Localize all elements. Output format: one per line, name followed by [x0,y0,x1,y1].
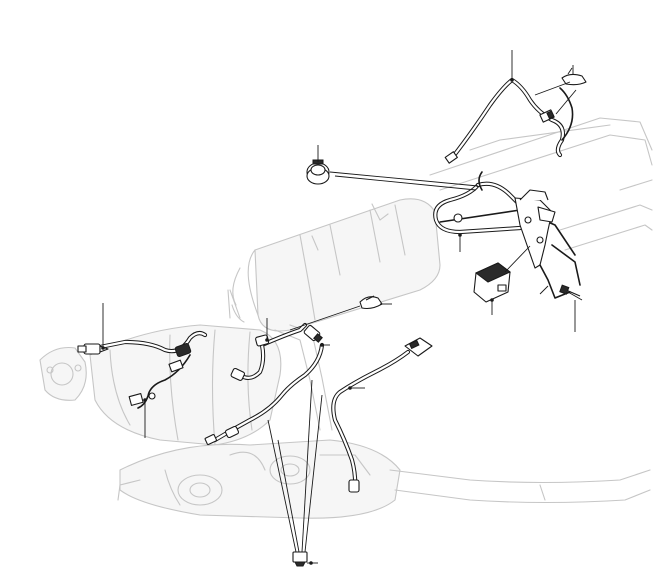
connector-icon [539,109,555,123]
upper-harness[interactable] [444,77,574,164]
connector-icon[interactable] [303,324,323,343]
electrical-connector-icon [404,337,433,357]
ghost-exhaust-system [39,117,653,519]
module-icon[interactable] [473,262,511,303]
center-harness[interactable] [230,322,308,381]
leader-lines [101,50,577,565]
hose-clamp-icon[interactable] [306,159,330,185]
tube-harness[interactable] [433,171,576,256]
lower-harness[interactable] [204,337,433,493]
cable-clip-icon[interactable] [359,295,383,310]
bracket-icon[interactable] [514,189,581,299]
cable-clip-icon[interactable] [561,67,587,86]
cable-clip-icon[interactable] [292,551,308,567]
screw-icon[interactable] [559,284,583,301]
